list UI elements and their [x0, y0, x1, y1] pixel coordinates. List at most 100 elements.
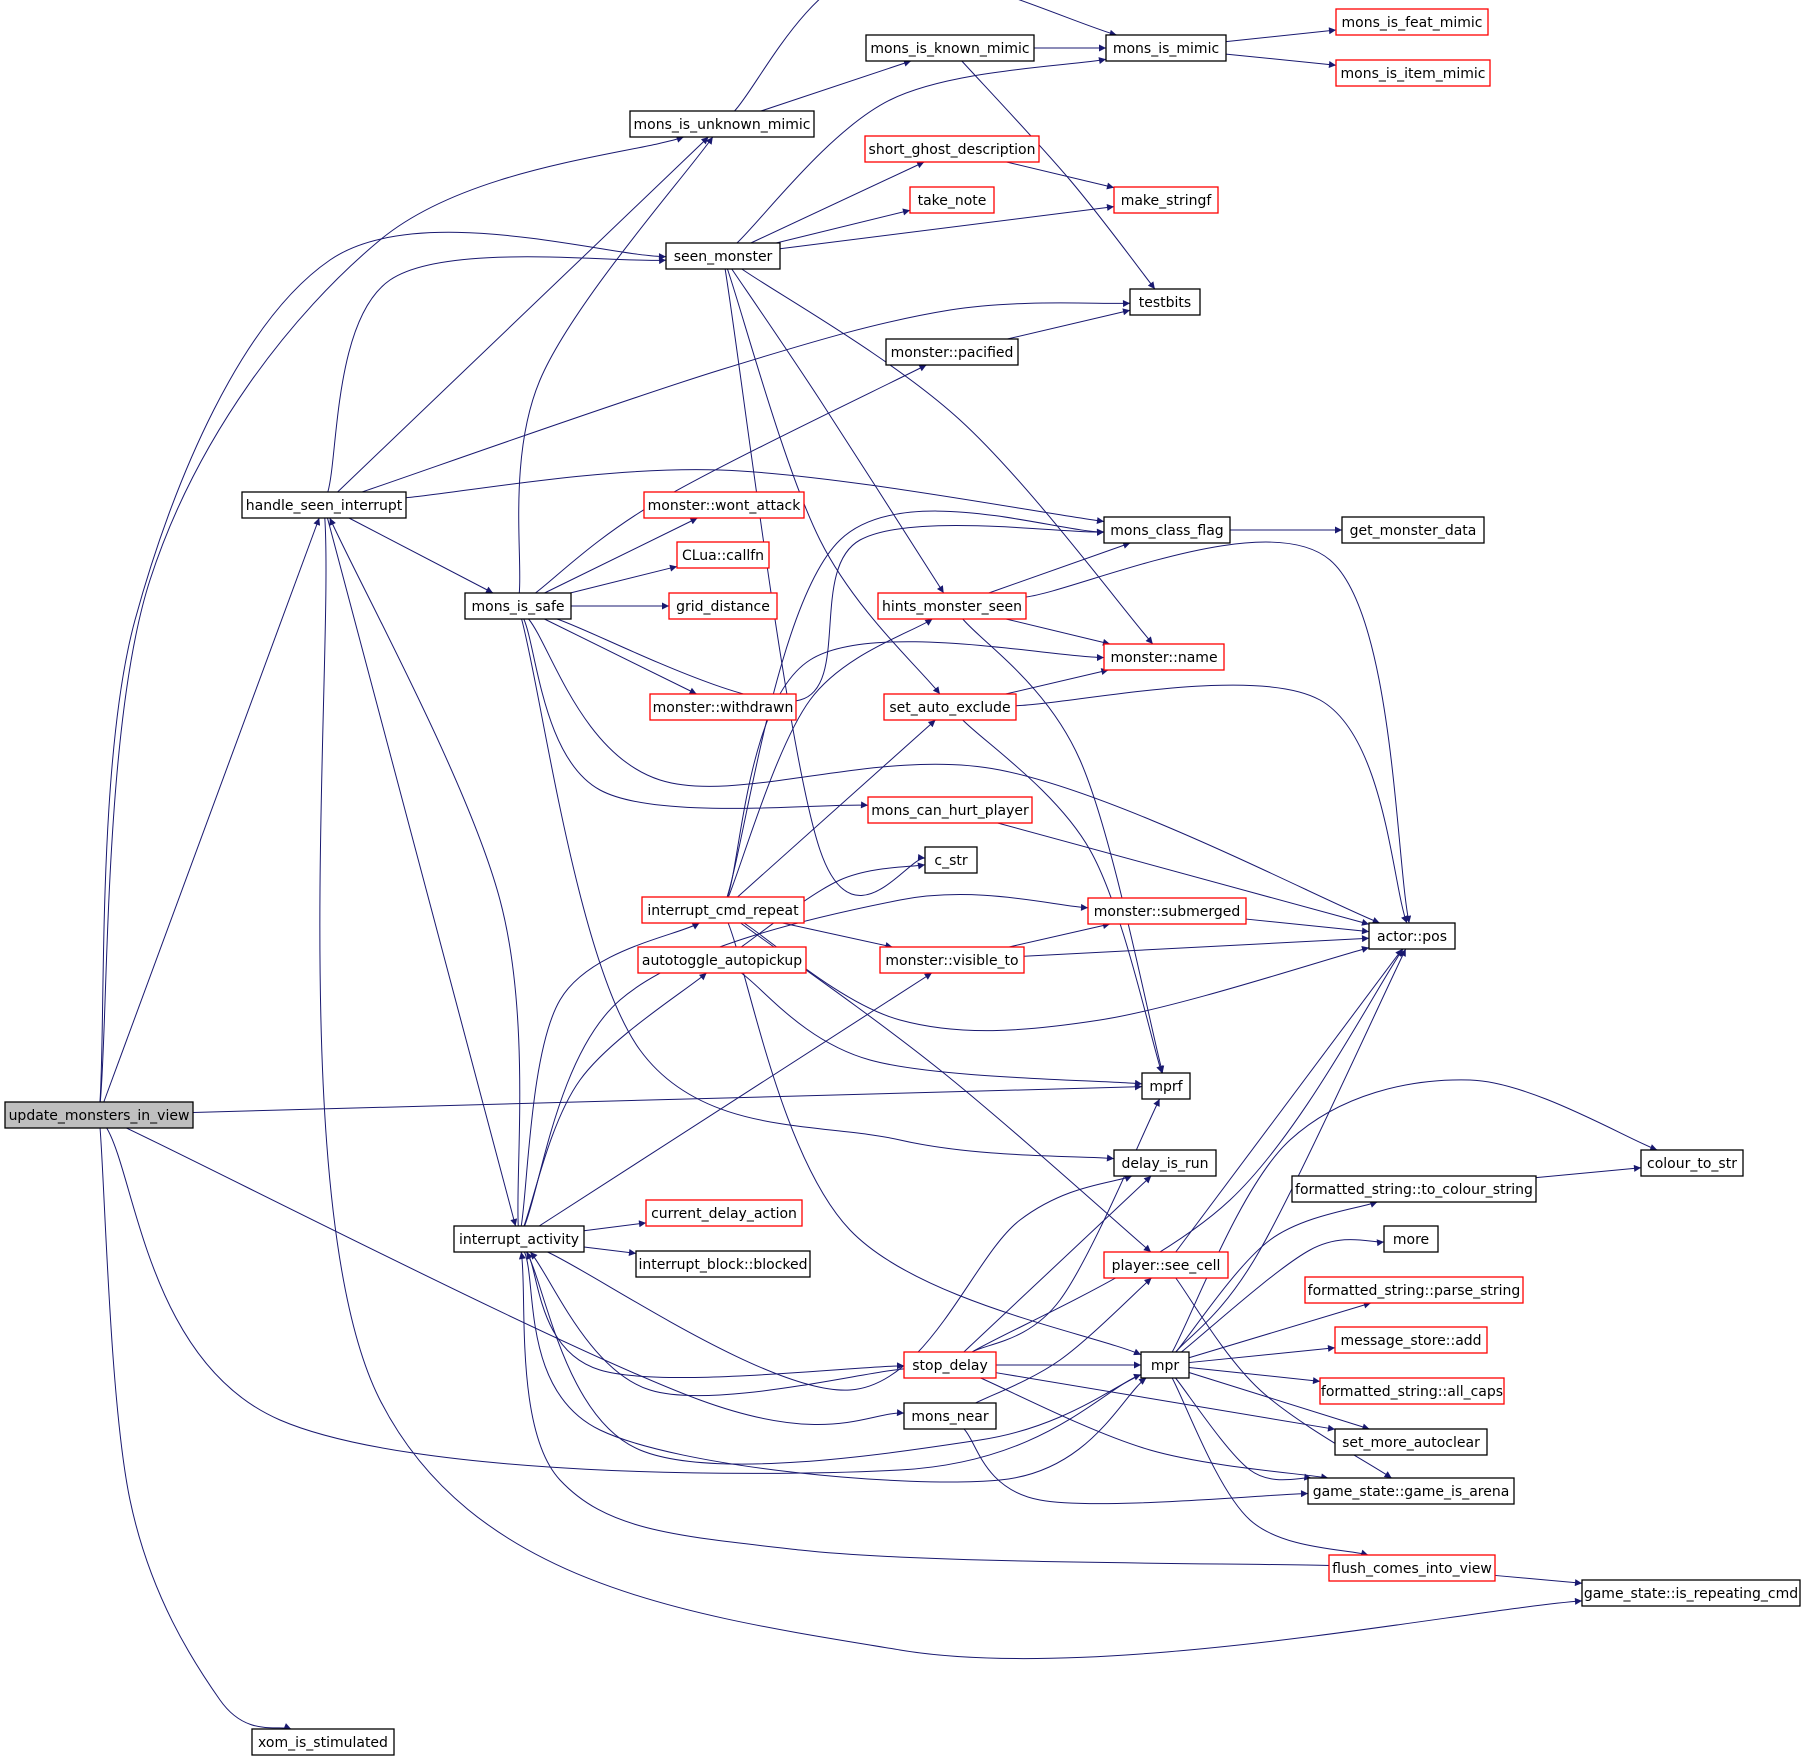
node-current_delay_action[interactable]: current_delay_action	[645, 1199, 803, 1227]
node-autotoggle_autopickup[interactable]: autotoggle_autopickup	[637, 946, 807, 974]
node-interrupt_block_blocked[interactable]: interrupt_block::blocked	[635, 1250, 811, 1278]
node-box	[1335, 8, 1489, 36]
edge-seen_monster-to-set_auto_exclude	[726, 268, 941, 695]
node-monster_submerged[interactable]: monster::submerged	[1087, 897, 1247, 925]
edge-player_see_cell-to-gs_game_is_arena	[1175, 1277, 1392, 1479]
node-flush_comes_into_view[interactable]: flush_comes_into_view	[1328, 1554, 1496, 1582]
node-interrupt_cmd_repeat[interactable]: interrupt_cmd_repeat	[641, 896, 805, 924]
node-mprf[interactable]: mprf	[1141, 1072, 1191, 1100]
node-monster_name[interactable]: monster::name	[1103, 643, 1225, 671]
node-actor_pos[interactable]: actor::pos	[1368, 922, 1456, 950]
node-make_stringf[interactable]: make_stringf	[1113, 186, 1219, 214]
edge-autotoggle_autopickup-to-mprf	[740, 972, 1143, 1087]
node-label: set_auto_exclude	[889, 700, 1010, 716]
edge-handle_seen_interrupt-to-mons_is_safe	[348, 517, 494, 594]
node-xom_is_stimulated[interactable]: xom_is_stimulated	[251, 1728, 395, 1756]
edge-interrupt_activity-to-monster_submerged	[524, 894, 1089, 1227]
edge-mpr-to-gs_game_is_arena	[1175, 1377, 1312, 1481]
edge-mpr-to-set_more_autoclear	[1188, 1372, 1370, 1431]
edge-seen_monster-to-make_stringf	[779, 203, 1115, 250]
node-label: delay_is_run	[1122, 1156, 1209, 1172]
node-monster_wont_attack[interactable]: monster::wont_attack	[643, 491, 805, 519]
node-get_monster_data[interactable]: get_monster_data	[1341, 516, 1485, 544]
node-label: monster::wont_attack	[648, 498, 802, 514]
node-box	[1581, 1579, 1801, 1607]
node-take_note[interactable]: take_note	[909, 186, 995, 214]
node-fs_all_caps[interactable]: formatted_string::all_caps	[1319, 1377, 1505, 1405]
node-box	[1103, 516, 1231, 544]
node-interrupt_activity[interactable]: interrupt_activity	[453, 1225, 585, 1253]
node-fs_to_colour_string[interactable]: formatted_string::to_colour_string	[1291, 1175, 1537, 1203]
edge-hints_monster_seen-to-mons_class_flag	[988, 542, 1131, 594]
node-message_store_add[interactable]: message_store::add	[1334, 1326, 1488, 1354]
node-label: mons_class_flag	[1110, 523, 1223, 539]
node-box	[865, 34, 1035, 62]
node-box	[1307, 1477, 1515, 1505]
edge-mons_is_safe-to-delay_is_run	[521, 618, 1115, 1162]
node-label: player::see_cell	[1112, 1258, 1221, 1274]
node-label: actor::pos	[1377, 929, 1447, 945]
node-mons_is_known_mimic[interactable]: mons_is_known_mimic	[865, 34, 1035, 62]
node-colour_to_str[interactable]: colour_to_str	[1640, 1149, 1744, 1177]
node-label: game_state::game_is_arena	[1313, 1484, 1510, 1500]
node-label: make_stringf	[1121, 193, 1213, 209]
node-label: more	[1393, 1232, 1429, 1248]
node-gs_is_repeating_cmd[interactable]: game_state::is_repeating_cmd	[1581, 1579, 1801, 1607]
node-grid_distance[interactable]: grid_distance	[668, 592, 778, 620]
node-mons_is_mimic[interactable]: mons_is_mimic	[1105, 34, 1227, 62]
node-handle_seen_interrupt[interactable]: handle_seen_interrupt	[241, 491, 407, 519]
node-box	[676, 541, 770, 569]
node-box	[1335, 59, 1491, 87]
node-update_monsters_in_view[interactable]: update_monsters_in_view	[4, 1101, 194, 1129]
node-seen_monster[interactable]: seen_monster	[665, 242, 781, 270]
node-clua_callfn[interactable]: CLua::callfn	[676, 541, 770, 569]
node-mpr[interactable]: mpr	[1140, 1351, 1190, 1379]
edge-interrupt_cmd_repeat-to-monster_visible_to	[782, 922, 893, 949]
node-monster_withdrawn[interactable]: monster::withdrawn	[649, 693, 797, 721]
node-mons_is_unknown_mimic[interactable]: mons_is_unknown_mimic	[629, 110, 815, 138]
node-label: c_str	[934, 853, 967, 869]
node-delay_is_run[interactable]: delay_is_run	[1113, 1149, 1217, 1177]
node-monster_visible_to[interactable]: monster::visible_to	[879, 946, 1025, 974]
node-testbits[interactable]: testbits	[1129, 288, 1201, 316]
node-mons_is_item_mimic[interactable]: mons_is_item_mimic	[1335, 59, 1491, 87]
node-player_see_cell[interactable]: player::see_cell	[1103, 1251, 1229, 1279]
edge-seen_monster-to-take_note	[776, 208, 911, 244]
node-mons_class_flag[interactable]: mons_class_flag	[1103, 516, 1231, 544]
node-more[interactable]: more	[1383, 1225, 1439, 1253]
node-stop_delay[interactable]: stop_delay	[903, 1351, 997, 1379]
node-box	[1105, 34, 1227, 62]
edge-stop_delay-to-interrupt_activity	[529, 1251, 905, 1397]
edge-mons_is_unknown_mimic-to-mons_is_mimic	[734, 0, 1117, 112]
node-fs_parse_string[interactable]: formatted_string::parse_string	[1304, 1276, 1524, 1304]
node-c_str[interactable]: c_str	[924, 846, 978, 874]
node-mons_can_hurt_player[interactable]: mons_can_hurt_player	[867, 796, 1033, 824]
edge-set_auto_exclude-to-actor_pos	[1015, 684, 1408, 924]
node-label: message_store::add	[1340, 1333, 1481, 1349]
node-mons_is_feat_mimic[interactable]: mons_is_feat_mimic	[1335, 8, 1489, 36]
node-label: mons_is_safe	[472, 599, 565, 615]
edge-mpr-to-fs_all_caps	[1188, 1367, 1321, 1385]
node-gs_game_is_arena[interactable]: game_state::game_is_arena	[1307, 1477, 1515, 1505]
edge-mons_is_known_mimic-to-testbits	[961, 60, 1156, 290]
edge-update_monsters_in_view-to-mons_near	[126, 1127, 905, 1425]
node-label: colour_to_str	[1647, 1156, 1737, 1172]
node-monster_pacified[interactable]: monster::pacified	[885, 338, 1019, 366]
node-short_ghost_description[interactable]: short_ghost_description	[864, 135, 1040, 163]
node-hints_monster_seen[interactable]: hints_monster_seen	[877, 592, 1027, 620]
edge-interrupt_cmd_repeat-to-mons_class_flag	[726, 510, 1105, 898]
node-mons_is_safe[interactable]: mons_is_safe	[464, 592, 572, 620]
edge-interrupt_cmd_repeat-to-mpr	[727, 922, 1142, 1356]
node-label: game_state::is_repeating_cmd	[1584, 1586, 1798, 1602]
edge-mons_is_safe-to-mons_is_unknown_mimic	[518, 136, 714, 594]
edge-short_ghost_description-to-make_stringf	[1006, 161, 1115, 190]
node-box	[909, 186, 995, 214]
node-mons_near[interactable]: mons_near	[903, 1402, 997, 1430]
node-label: formatted_string::all_caps	[1321, 1384, 1503, 1400]
node-set_auto_exclude[interactable]: set_auto_exclude	[883, 693, 1017, 721]
node-box	[645, 1199, 803, 1227]
edge-interrupt_activity-to-monster_visible_to	[538, 972, 933, 1227]
edge-seen_monster-to-short_ghost_description	[750, 161, 925, 244]
node-box	[877, 592, 1027, 620]
node-set_more_autoclear[interactable]: set_more_autoclear	[1334, 1428, 1488, 1456]
